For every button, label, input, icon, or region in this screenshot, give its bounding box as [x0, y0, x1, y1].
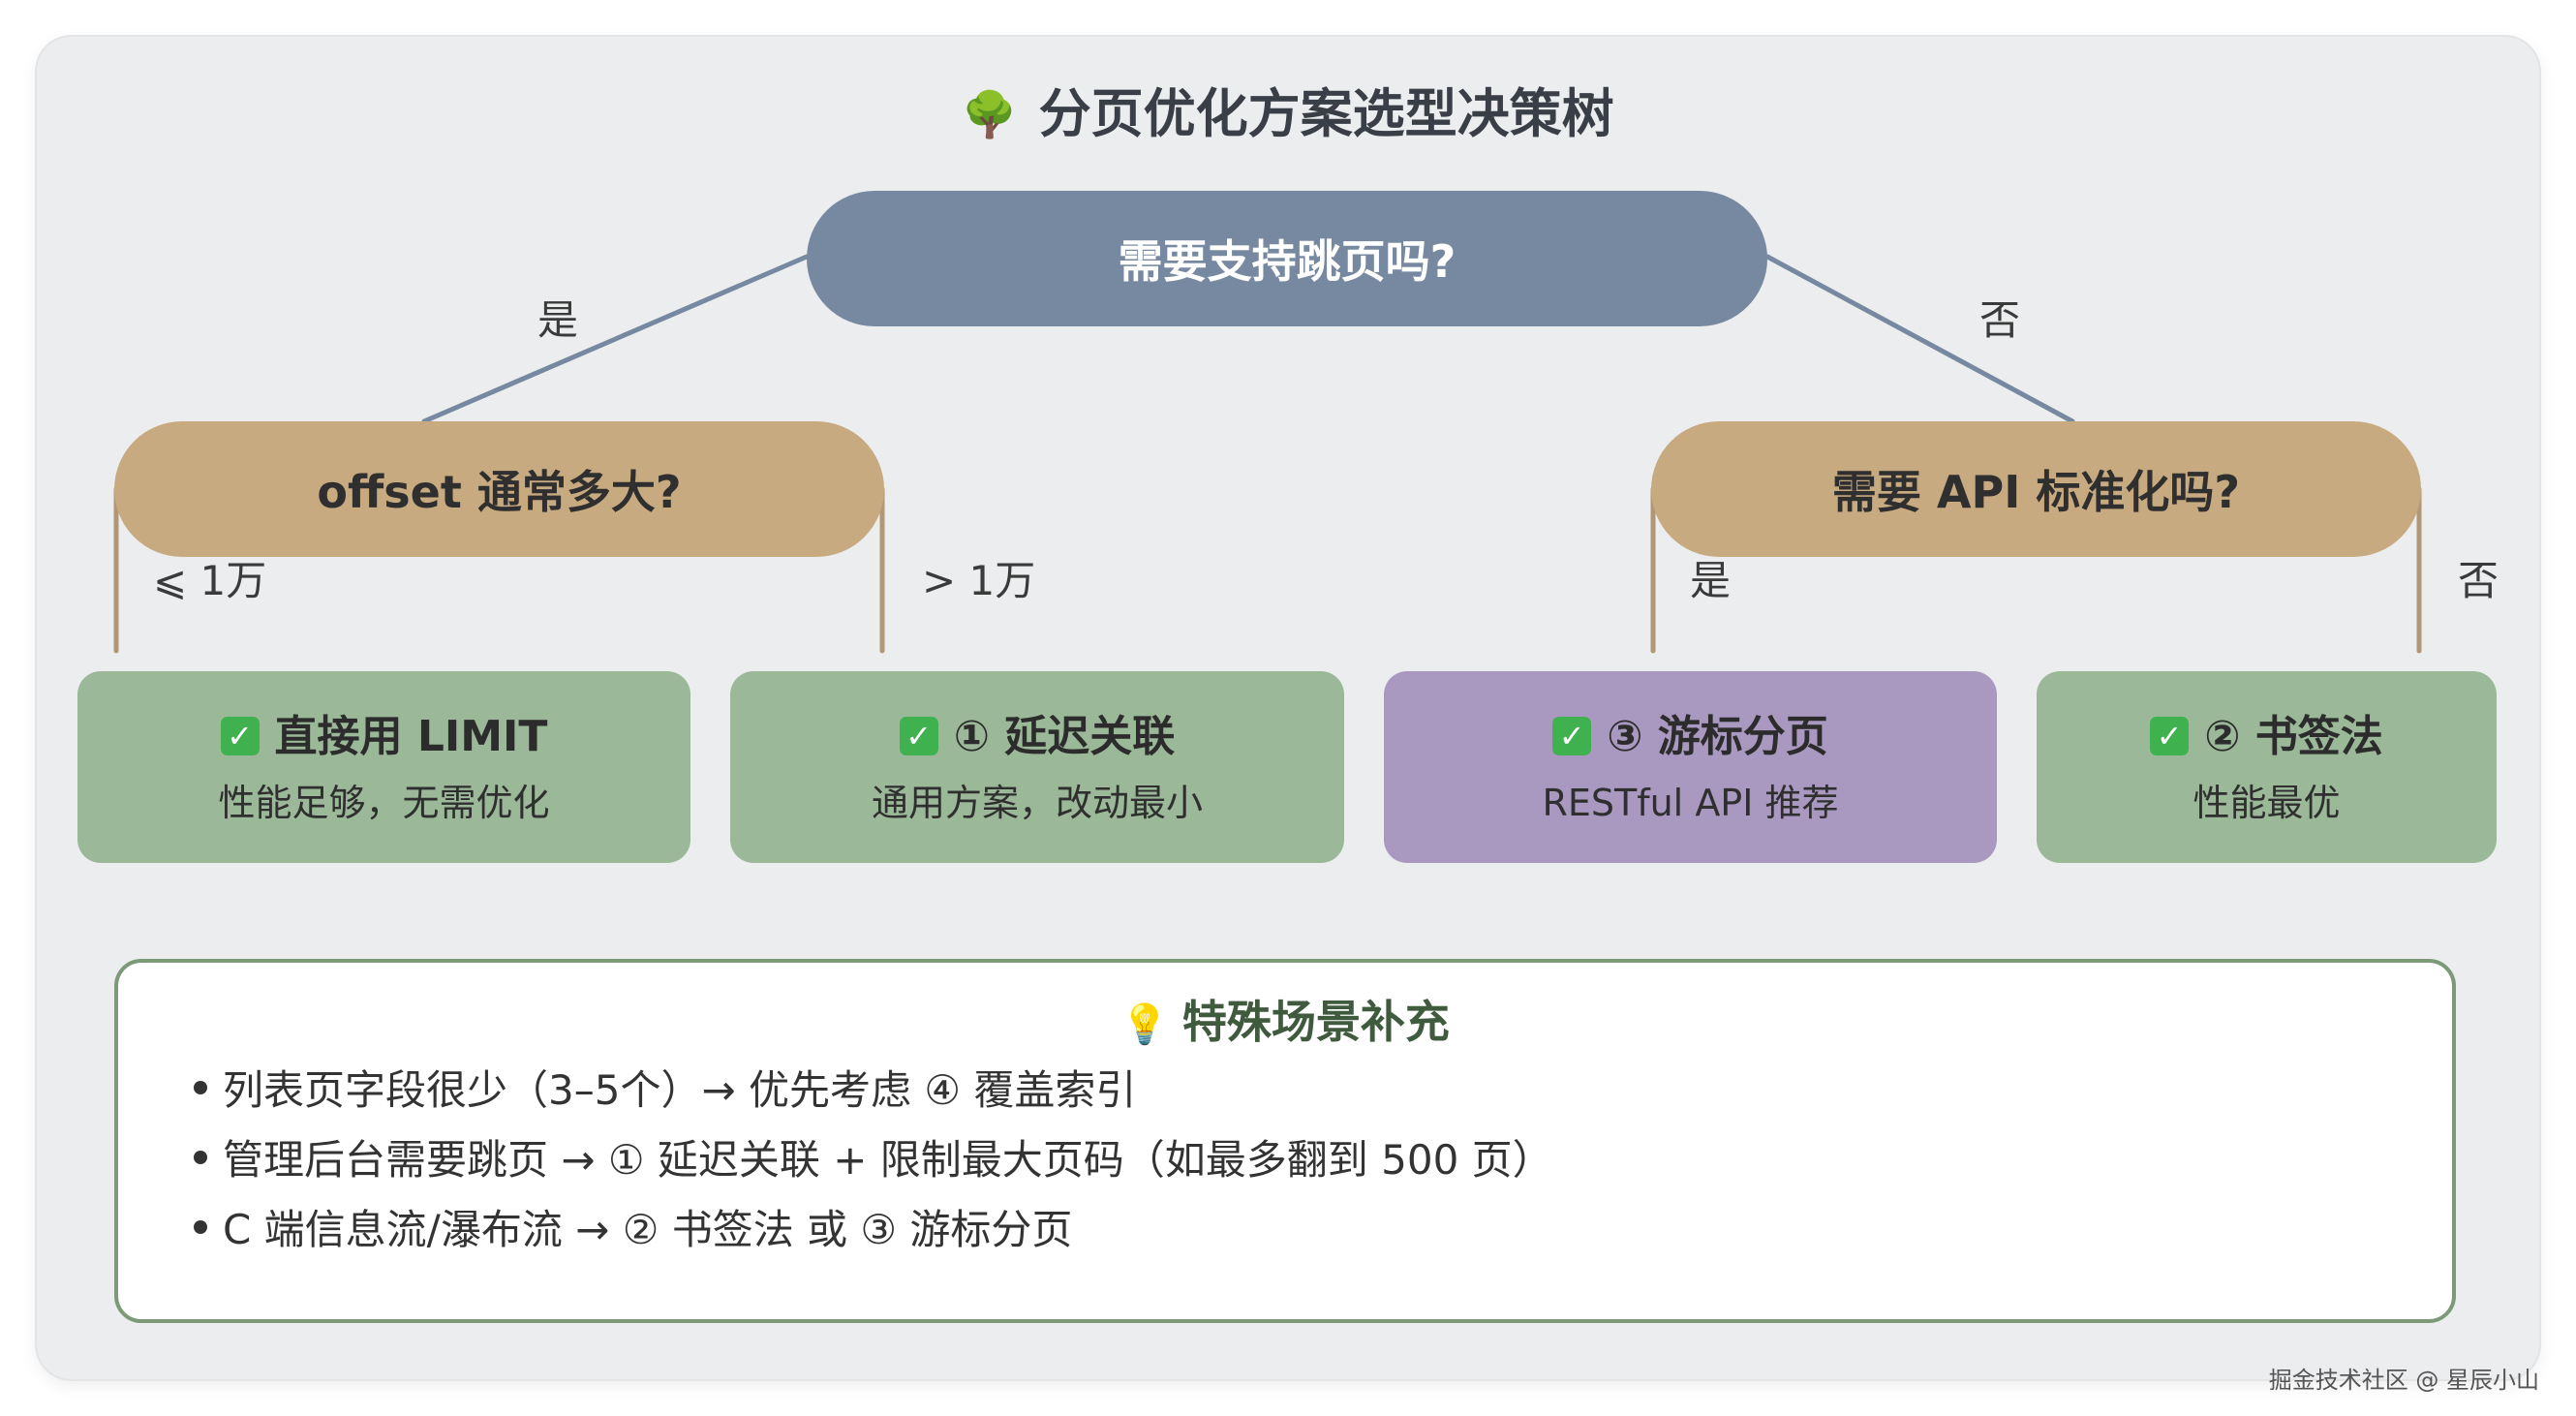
list-item: C 端信息流/瀑布流 → ② 书签法 或 ③ 游标分页 — [194, 1195, 1553, 1265]
leaf-cursor-pagination: ✓ ③ 游标分页 RESTful API 推荐 — [1384, 671, 1997, 863]
check-icon: ✓ — [220, 717, 260, 755]
edge-label-root-no: 否 — [1979, 296, 2021, 344]
offset-question-text: offset 通常多大? — [317, 466, 682, 518]
api-question-node: 需要 API 标准化吗? — [1651, 421, 2421, 557]
bullet-icon — [194, 1220, 207, 1234]
root-question-text: 需要支持跳页吗? — [1118, 235, 1457, 288]
edge-label-api-no: 否 — [2458, 557, 2499, 604]
connector-root-yes — [421, 254, 810, 424]
check-icon: ✓ — [1552, 717, 1592, 755]
connector-root-no — [1764, 254, 2075, 424]
leaf-direct-limit: ✓ 直接用 LIMIT 性能足够，无需优化 — [77, 671, 690, 863]
offset-question-node: offset 通常多大? — [114, 421, 884, 557]
leaf-title: 直接用 LIMIT — [274, 712, 548, 761]
leaf-title: ③ 游标分页 — [1607, 712, 1828, 761]
edge-label-root-yes: 是 — [537, 296, 579, 344]
leaf-bookmark-method: ✓ ② 书签法 性能最优 — [2037, 671, 2497, 863]
title-text: 分页优化方案选型决策树 — [1038, 83, 1614, 144]
check-icon: ✓ — [899, 717, 938, 755]
edge-label-offset-large: > 1万 — [922, 557, 1036, 604]
leaf-subtitle: RESTful API 推荐 — [1542, 782, 1839, 824]
note-title-text: 特殊场景补充 — [1181, 996, 1450, 1048]
bullet-icon — [194, 1081, 207, 1094]
lightbulb-icon: 💡 — [1120, 1002, 1169, 1047]
leaf-title: ② 书签法 — [2204, 712, 2383, 761]
check-icon: ✓ — [2150, 717, 2190, 755]
diagram-title: 🌳 分页优化方案选型决策树 — [0, 76, 2576, 153]
special-scenarios-list: 列表页字段很少（3–5个）→ 优先考虑 ④ 覆盖索引 管理后台需要跳页 → ① … — [194, 1056, 1553, 1265]
list-item: 管理后台需要跳页 → ① 延迟关联 + 限制最大页码（如最多翻到 500 页） — [194, 1125, 1553, 1195]
edge-label-api-yes: 是 — [1690, 557, 1732, 604]
list-item-text: 管理后台需要跳页 → ① 延迟关联 + 限制最大页码（如最多翻到 500 页） — [223, 1136, 1553, 1184]
tree-icon: 🌳 — [962, 88, 1018, 140]
list-item-text: C 端信息流/瀑布流 → ② 书签法 或 ③ 游标分页 — [223, 1206, 1073, 1253]
leaf-subtitle: 性能足够，无需优化 — [218, 782, 550, 824]
list-item: 列表页字段很少（3–5个）→ 优先考虑 ④ 覆盖索引 — [194, 1056, 1553, 1125]
list-item-text: 列表页字段很少（3–5个）→ 优先考虑 ④ 覆盖索引 — [223, 1066, 1137, 1114]
edge-label-offset-small: ⩽ 1万 — [153, 557, 267, 604]
leaf-title: ① 延迟关联 — [953, 712, 1176, 761]
special-scenarios-title: 💡 特殊场景补充 — [118, 990, 2452, 1057]
root-question-node: 需要支持跳页吗? — [807, 191, 1767, 326]
api-question-text: 需要 API 标准化吗? — [1831, 466, 2241, 518]
special-scenarios-box: 💡 特殊场景补充 列表页字段很少（3–5个）→ 优先考虑 ④ 覆盖索引 管理后台需… — [114, 959, 2456, 1323]
leaf-subtitle: 性能最优 — [2193, 782, 2341, 824]
leaf-deferred-join: ✓ ① 延迟关联 通用方案，改动最小 — [730, 671, 1344, 863]
leaf-subtitle: 通用方案，改动最小 — [871, 782, 1203, 824]
bullet-icon — [194, 1151, 207, 1164]
watermark: 掘金技术社区 @ 星辰小山 — [2268, 1367, 2539, 1394]
